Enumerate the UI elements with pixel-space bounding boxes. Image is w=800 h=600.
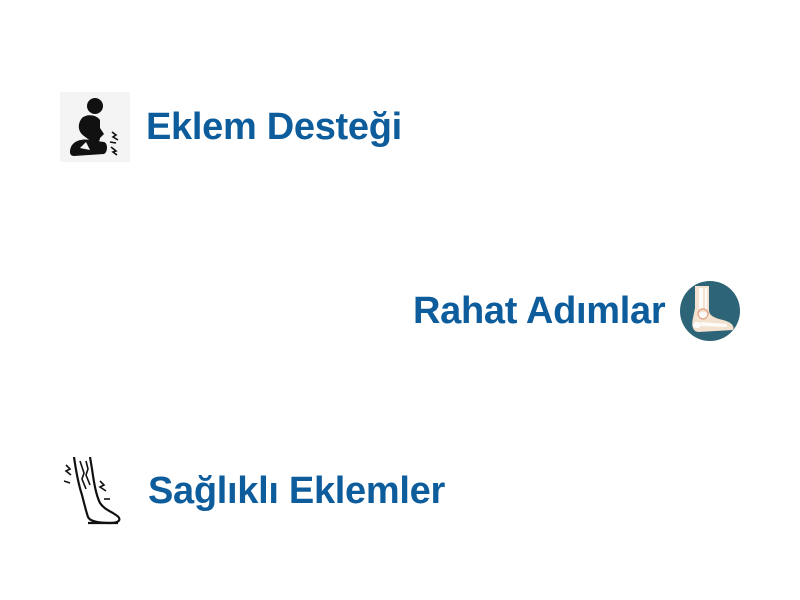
ankle-joint-icon [680,281,741,341]
feature-label: Eklem Desteği [146,105,402,148]
leg-pain-icon [63,456,121,525]
feature-joint-support: Eklem Desteği [60,92,402,162]
knee-pain-icon [60,92,130,162]
feature-healthy-joints: Sağlıklı Eklemler [60,455,445,527]
feature-comfortable-steps: Rahat Adımlar [413,280,741,342]
feature-label: Sağlıklı Eklemler [148,469,445,512]
feature-label: Rahat Adımlar [413,289,666,332]
